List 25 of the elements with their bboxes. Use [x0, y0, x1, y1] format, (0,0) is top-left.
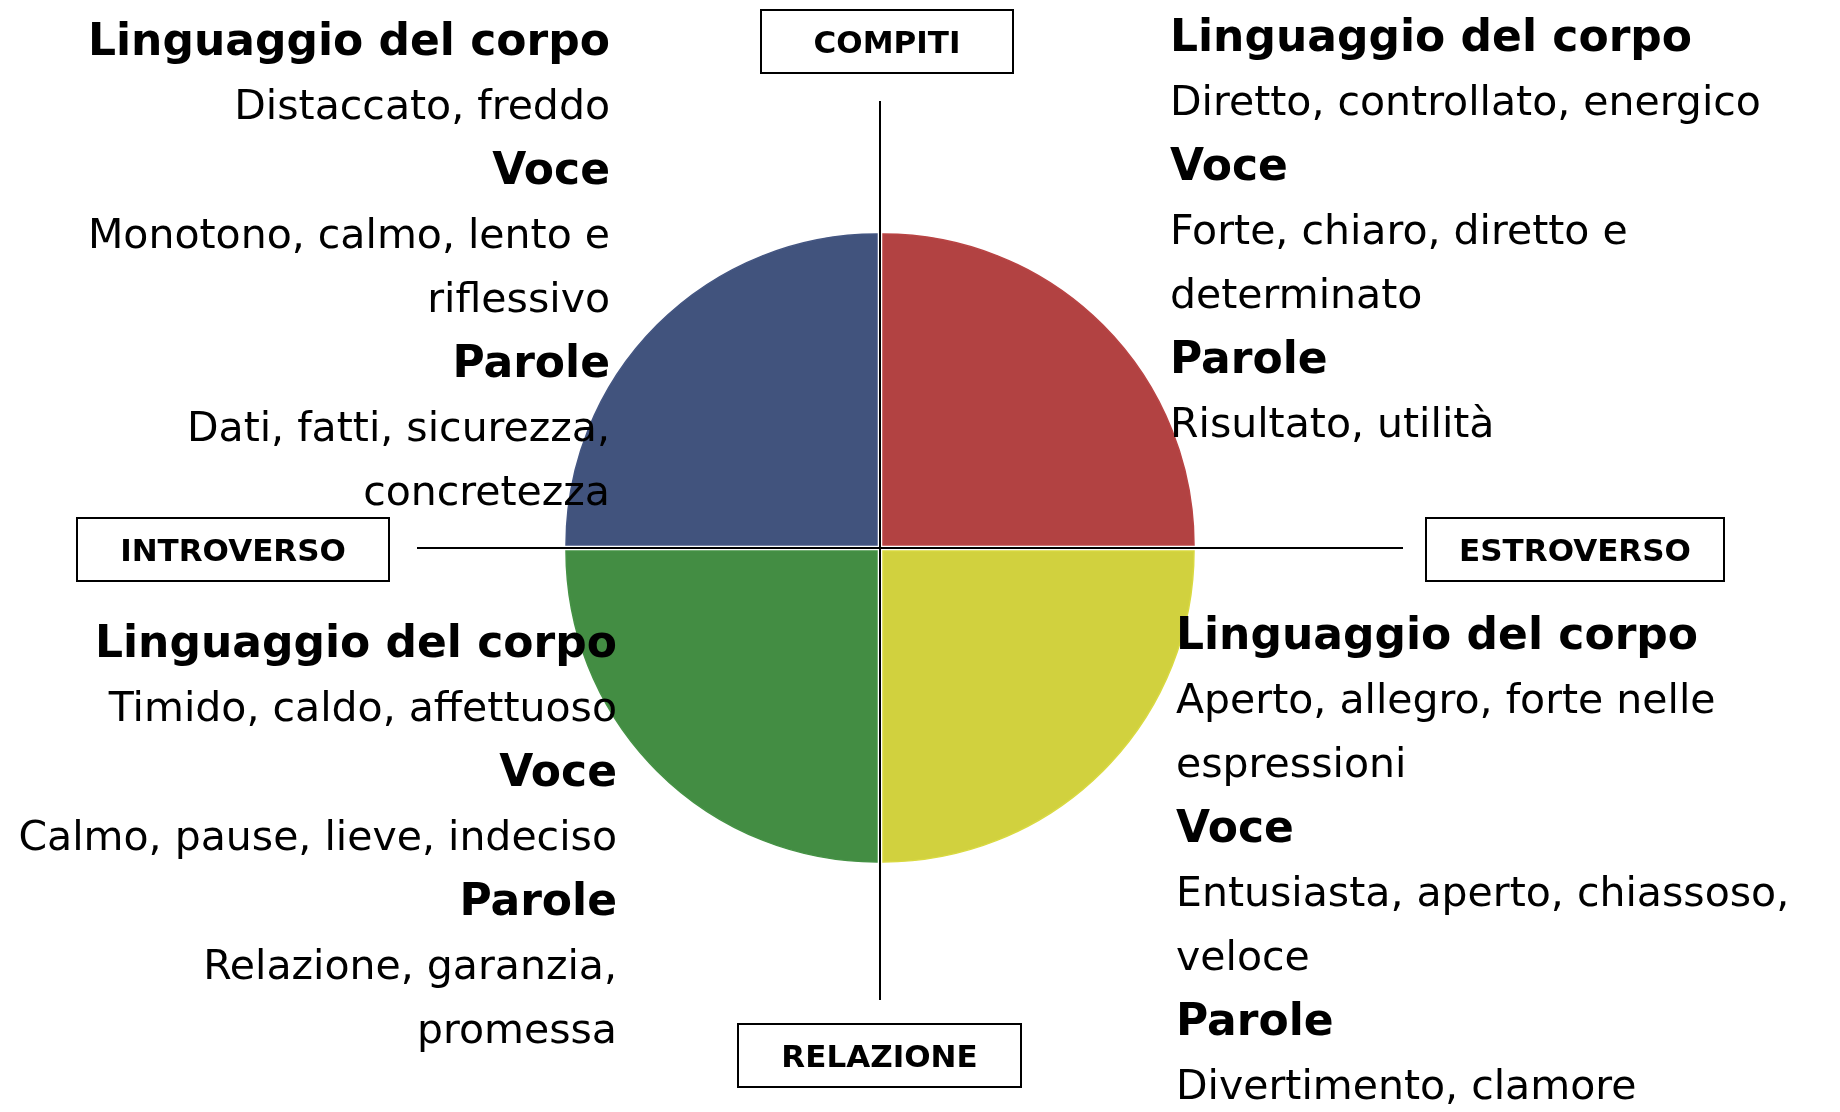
axis-label-box: COMPITI [760, 9, 1014, 74]
description-text: Divertimento, clamore [1176, 1060, 1637, 1111]
description-text: Diretto, controllato, energico [1170, 76, 1761, 127]
heading-text: Linguaggio del corpo [1176, 607, 1699, 661]
heading-text: Linguaggio del corpo [87, 13, 610, 67]
description-text: Monotono, calmo, lento e riflessivo [87, 209, 610, 324]
axis-label-box: ESTROVERSO [1425, 517, 1725, 582]
axis-label-box: RELAZIONE [737, 1023, 1022, 1088]
heading-text: Parole [459, 873, 617, 927]
heading-text: Parole [1170, 331, 1328, 385]
heading-text: Voce [499, 744, 617, 798]
heading-text: Parole [1176, 993, 1334, 1047]
heading-text: Voce [492, 142, 610, 196]
description-text: Entusiasta, aperto, chiassoso, veloce [1176, 867, 1791, 982]
description-text: Aperto, allegro, forte nelle espressioni [1176, 674, 1717, 789]
description-text: Forte, chiaro, diretto e determinato [1170, 205, 1629, 320]
axis-label-box: INTROVERSO [76, 517, 390, 582]
description-text: Distaccato, freddo [234, 80, 610, 131]
heading-text: Voce [1170, 138, 1288, 192]
description-text: Relazione, garanzia, promessa [202, 940, 617, 1055]
description-text: Calmo, pause, lieve, indeciso [18, 811, 617, 862]
heading-text: Linguaggio del corpo [1170, 9, 1693, 63]
description-text: Risultato, utilità [1170, 398, 1495, 449]
heading-text: Parole [452, 335, 610, 389]
heading-text: Voce [1176, 800, 1294, 854]
